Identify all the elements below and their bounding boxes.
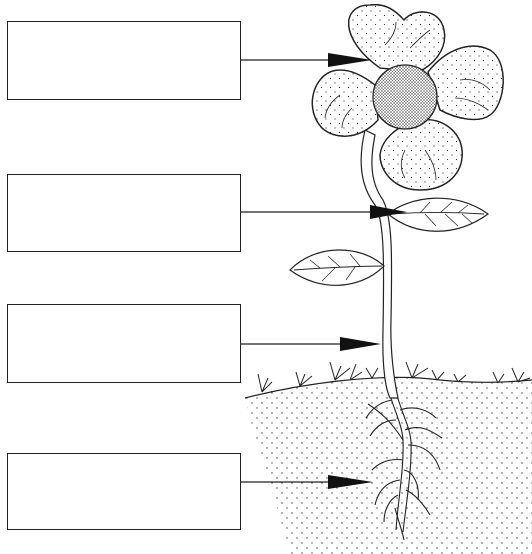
label-box-stem[interactable]	[7, 304, 241, 383]
arrow-stem	[241, 337, 381, 351]
arrow-flower	[241, 53, 372, 67]
grass	[257, 361, 531, 393]
soil	[244, 376, 532, 554]
label-box-leaf[interactable]	[7, 174, 241, 252]
leaf-upper-right	[387, 197, 490, 232]
leaf-lower-left	[289, 249, 385, 286]
arrow-root	[241, 475, 373, 489]
label-box-flower[interactable]	[7, 21, 241, 100]
label-box-root[interactable]	[7, 453, 241, 530]
roots	[365, 394, 443, 541]
flower	[311, 4, 504, 191]
arrow-leaf	[241, 205, 407, 219]
flower-center	[372, 64, 438, 130]
